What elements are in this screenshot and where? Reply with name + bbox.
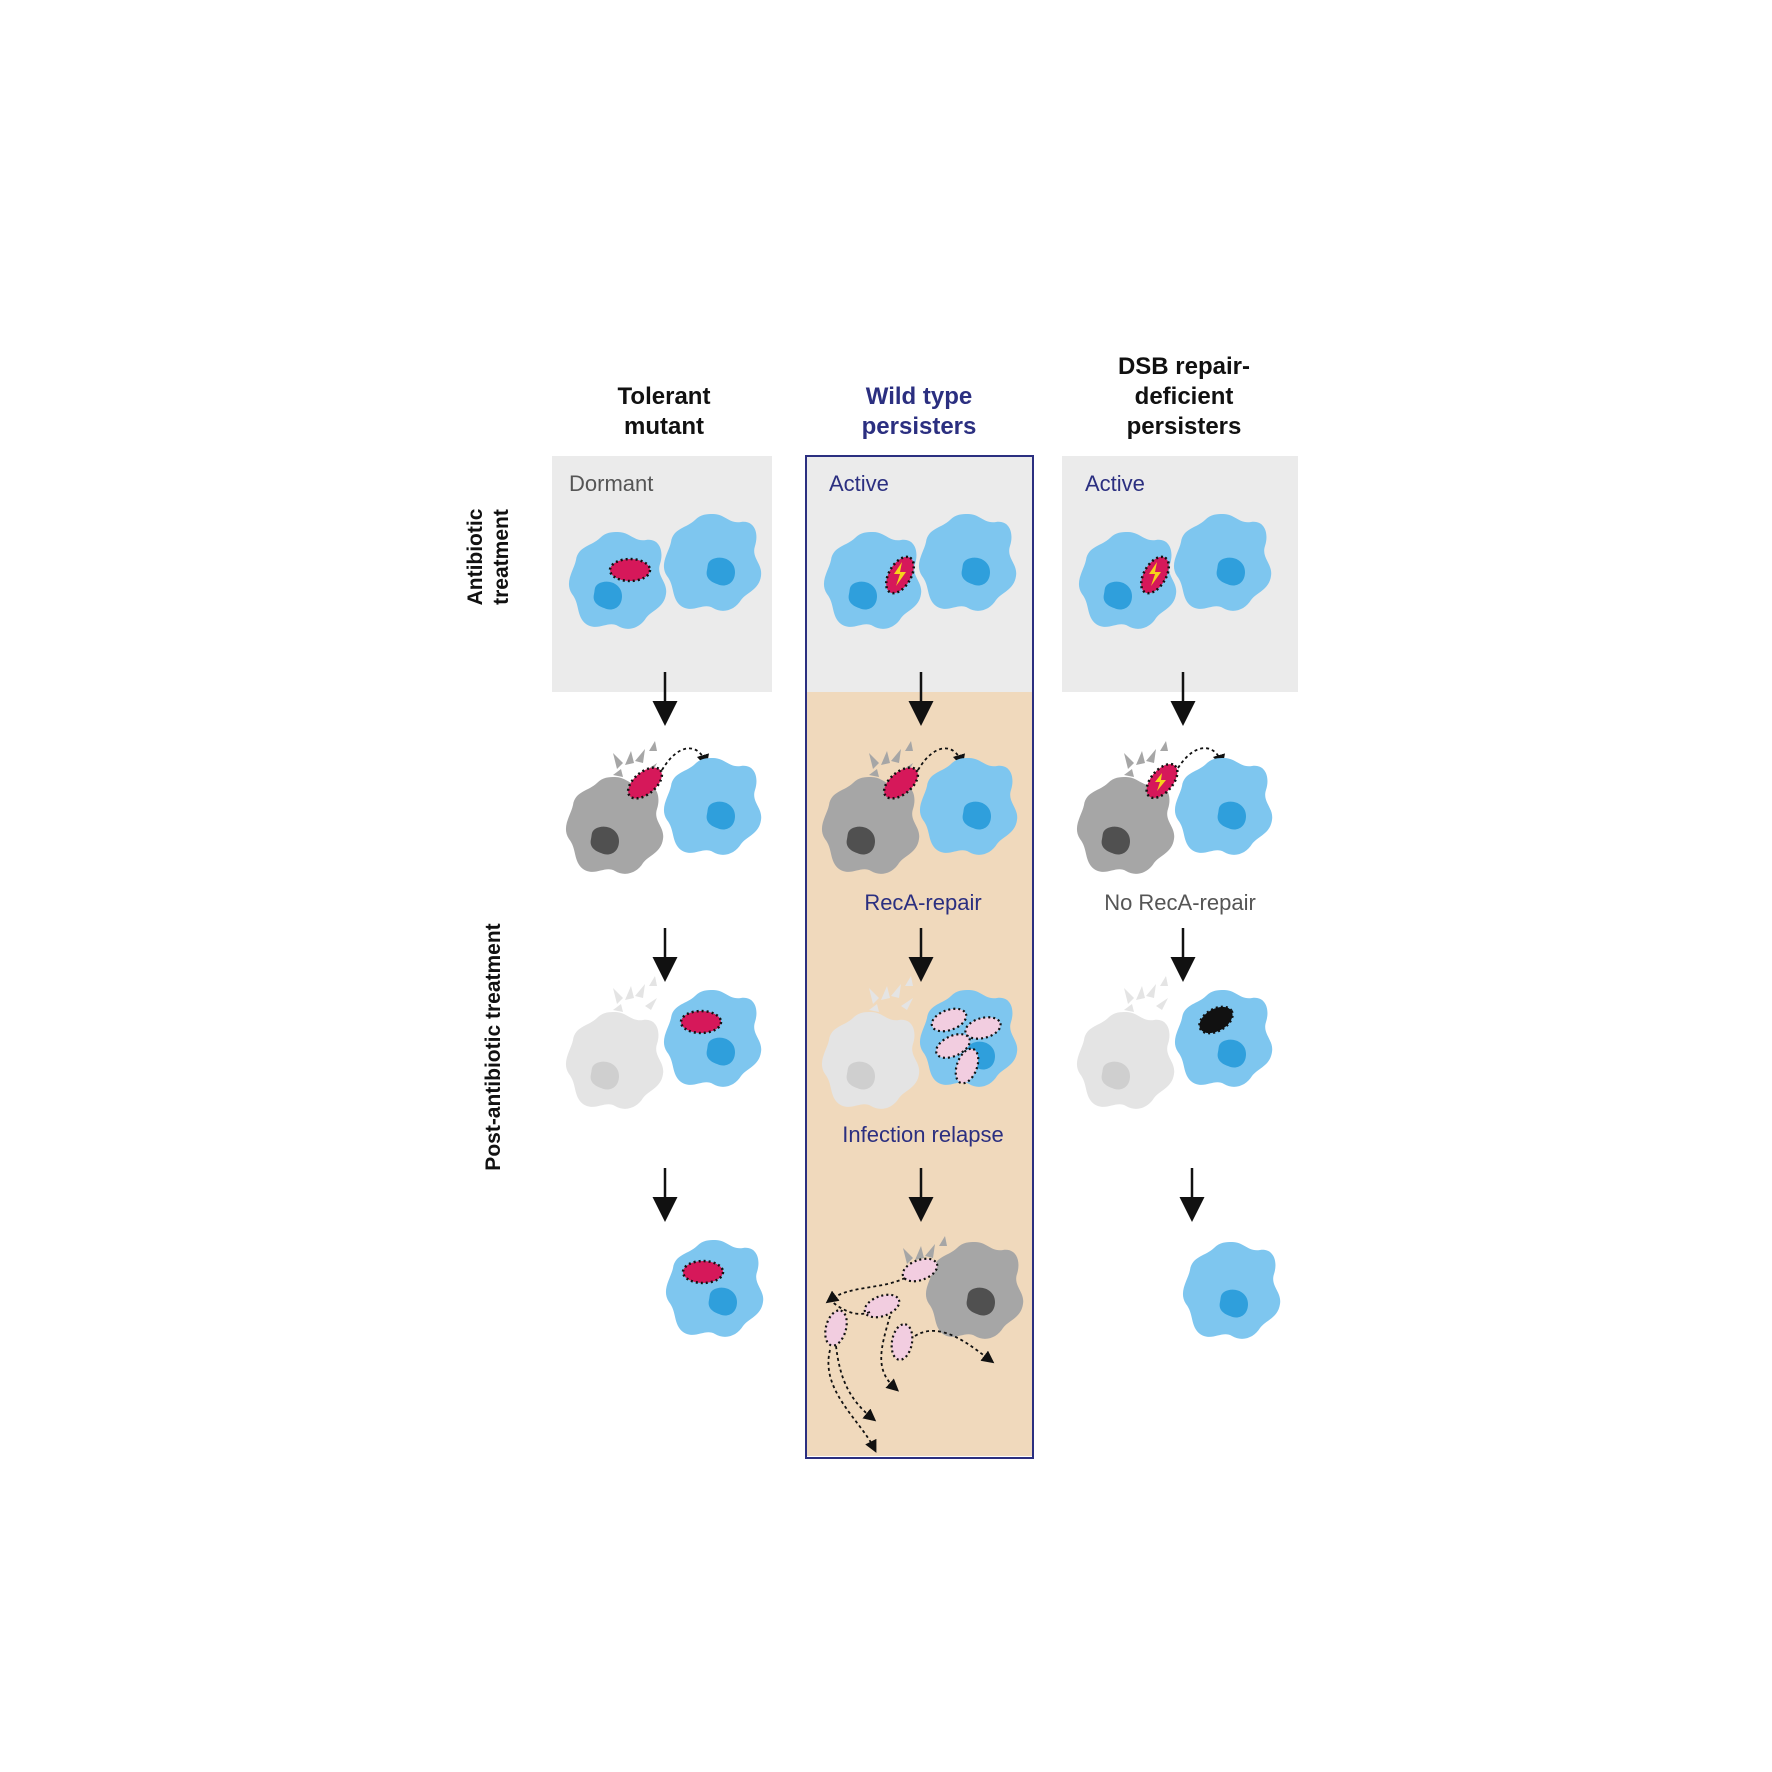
wild-type-dying-macrophage-final	[903, 1236, 1023, 1339]
wild-type-proliferating-macrophage	[920, 990, 1017, 1087]
dsb-dying-macrophage	[1077, 741, 1174, 874]
dsb-killed-bacterium-macrophage	[1175, 990, 1272, 1087]
wild-type-infected-macrophage	[824, 532, 921, 629]
tolerant-ghost-macrophage	[566, 976, 663, 1109]
dsb-ghost-macrophage	[1077, 976, 1174, 1109]
dsb-macrophage-1	[1174, 514, 1271, 611]
dsb-infected-macrophage	[1079, 532, 1176, 629]
tolerant-macrophage-1	[664, 514, 761, 611]
dsb-cleared-macrophage	[1183, 1242, 1280, 1339]
wild-type-macrophage-2	[920, 758, 1017, 855]
wild-type-ghost-macrophage	[822, 976, 919, 1109]
tolerant-infected-macrophage	[569, 532, 666, 629]
tolerant-reinfected-macrophage	[664, 990, 761, 1087]
dsb-macrophage-2	[1175, 758, 1272, 855]
wild-type-macrophage-1	[919, 514, 1016, 611]
tolerant-final-infected-macrophage	[666, 1240, 763, 1337]
tolerant-macrophage-2	[664, 758, 761, 855]
wild-type-dying-macrophage	[822, 741, 919, 874]
tolerant-dying-macrophage	[566, 741, 663, 874]
